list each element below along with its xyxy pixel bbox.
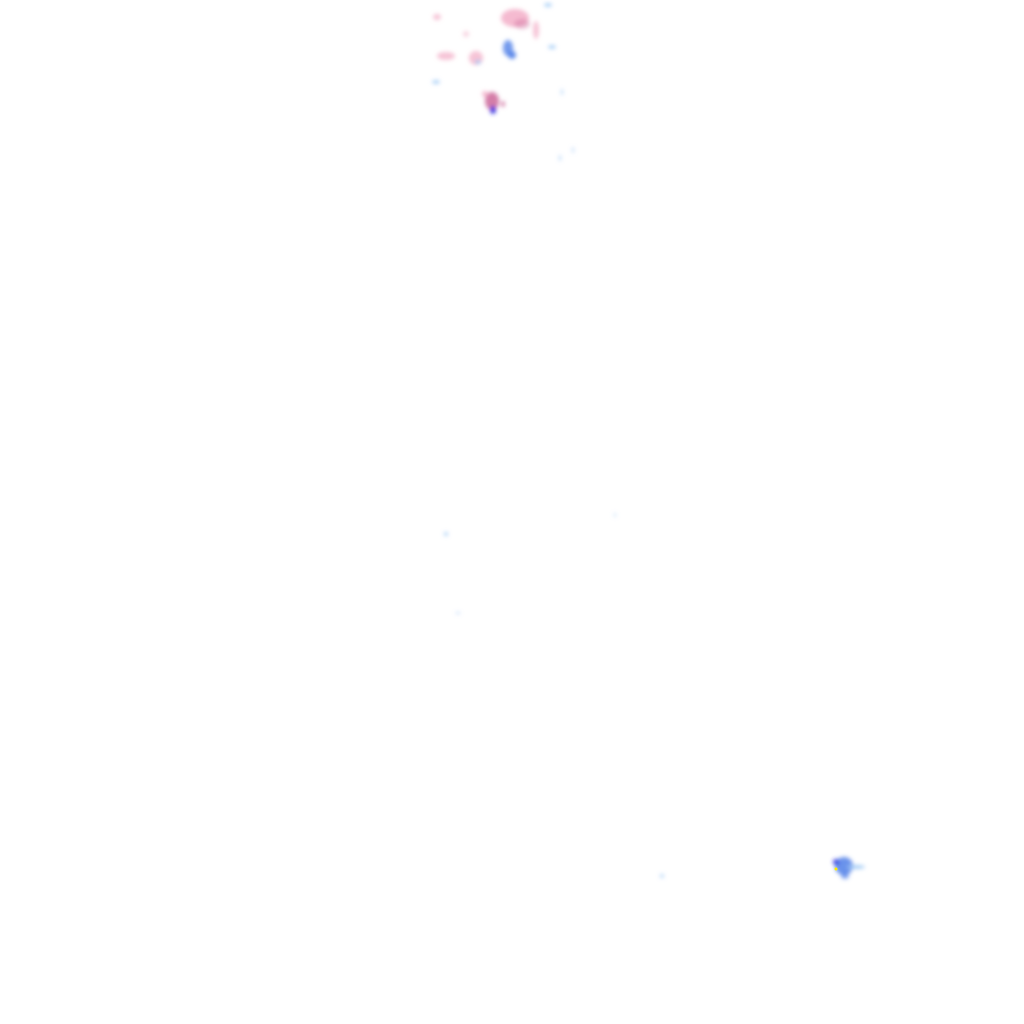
precipitation-echo (482, 91, 488, 97)
intense-echo-core (834, 867, 838, 871)
precipitation-echo (444, 532, 448, 536)
precipitation-echo (572, 147, 574, 153)
precipitation-echo (501, 101, 505, 107)
precipitation-echo (463, 31, 469, 37)
precipitation-echo (456, 612, 460, 614)
precipitation-echo (559, 155, 561, 161)
precipitation-echo (490, 106, 496, 114)
precipitation-echo (508, 51, 516, 59)
precipitation-echo (485, 92, 499, 110)
precipitation-echo (432, 80, 440, 84)
precipitation-echo (514, 19, 530, 29)
precipitation-echo (660, 874, 664, 878)
precipitation-echo (561, 89, 563, 95)
precipitation-echo (433, 14, 441, 20)
precipitation-echo (847, 865, 865, 869)
precipitation-echo (841, 873, 849, 879)
precipitation-echo (475, 60, 481, 64)
precipitation-echo (544, 3, 552, 7)
precipitation-echo (835, 857, 853, 875)
precipitation-echo (437, 52, 455, 60)
precipitation-echo (533, 21, 539, 39)
precipitation-echo (833, 859, 839, 865)
precipitation-echo (548, 45, 556, 49)
precipitation-echo (614, 513, 616, 517)
